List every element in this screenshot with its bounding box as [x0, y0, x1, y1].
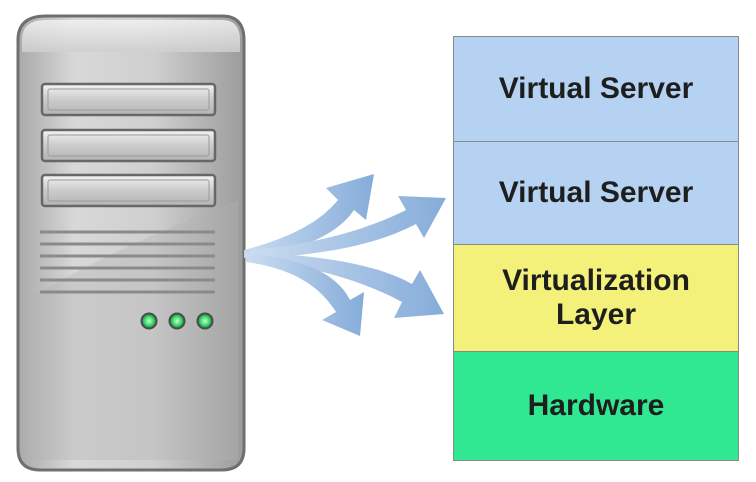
arrow-down — [246, 254, 364, 336]
layer-hardware: Hardware — [453, 351, 739, 461]
arrow-up — [244, 174, 374, 258]
layer-virtual-server-1: Virtual Server — [453, 36, 739, 142]
drive-bay — [40, 128, 217, 163]
drive-bay — [40, 82, 217, 117]
layer-label: Virtualization Layer — [502, 263, 690, 332]
server-tower — [16, 14, 246, 472]
layer-label: Virtual Server — [498, 71, 694, 105]
status-led — [196, 312, 214, 330]
layer-virtual-server-2: Virtual Server — [453, 141, 739, 245]
layer-label: Hardware — [527, 388, 665, 422]
status-led — [140, 312, 158, 330]
layer-virtualization: Virtualization Layer — [453, 244, 739, 352]
layer-label: Virtual Server — [498, 175, 694, 209]
vent-grille — [40, 230, 215, 294]
branching-arrows-icon — [244, 174, 446, 336]
status-led — [168, 312, 186, 330]
arrow-upper-right — [250, 196, 446, 258]
drive-bay — [40, 173, 217, 208]
virtualization-stack: Virtual Server Virtual Server Virtualiza… — [453, 36, 741, 461]
